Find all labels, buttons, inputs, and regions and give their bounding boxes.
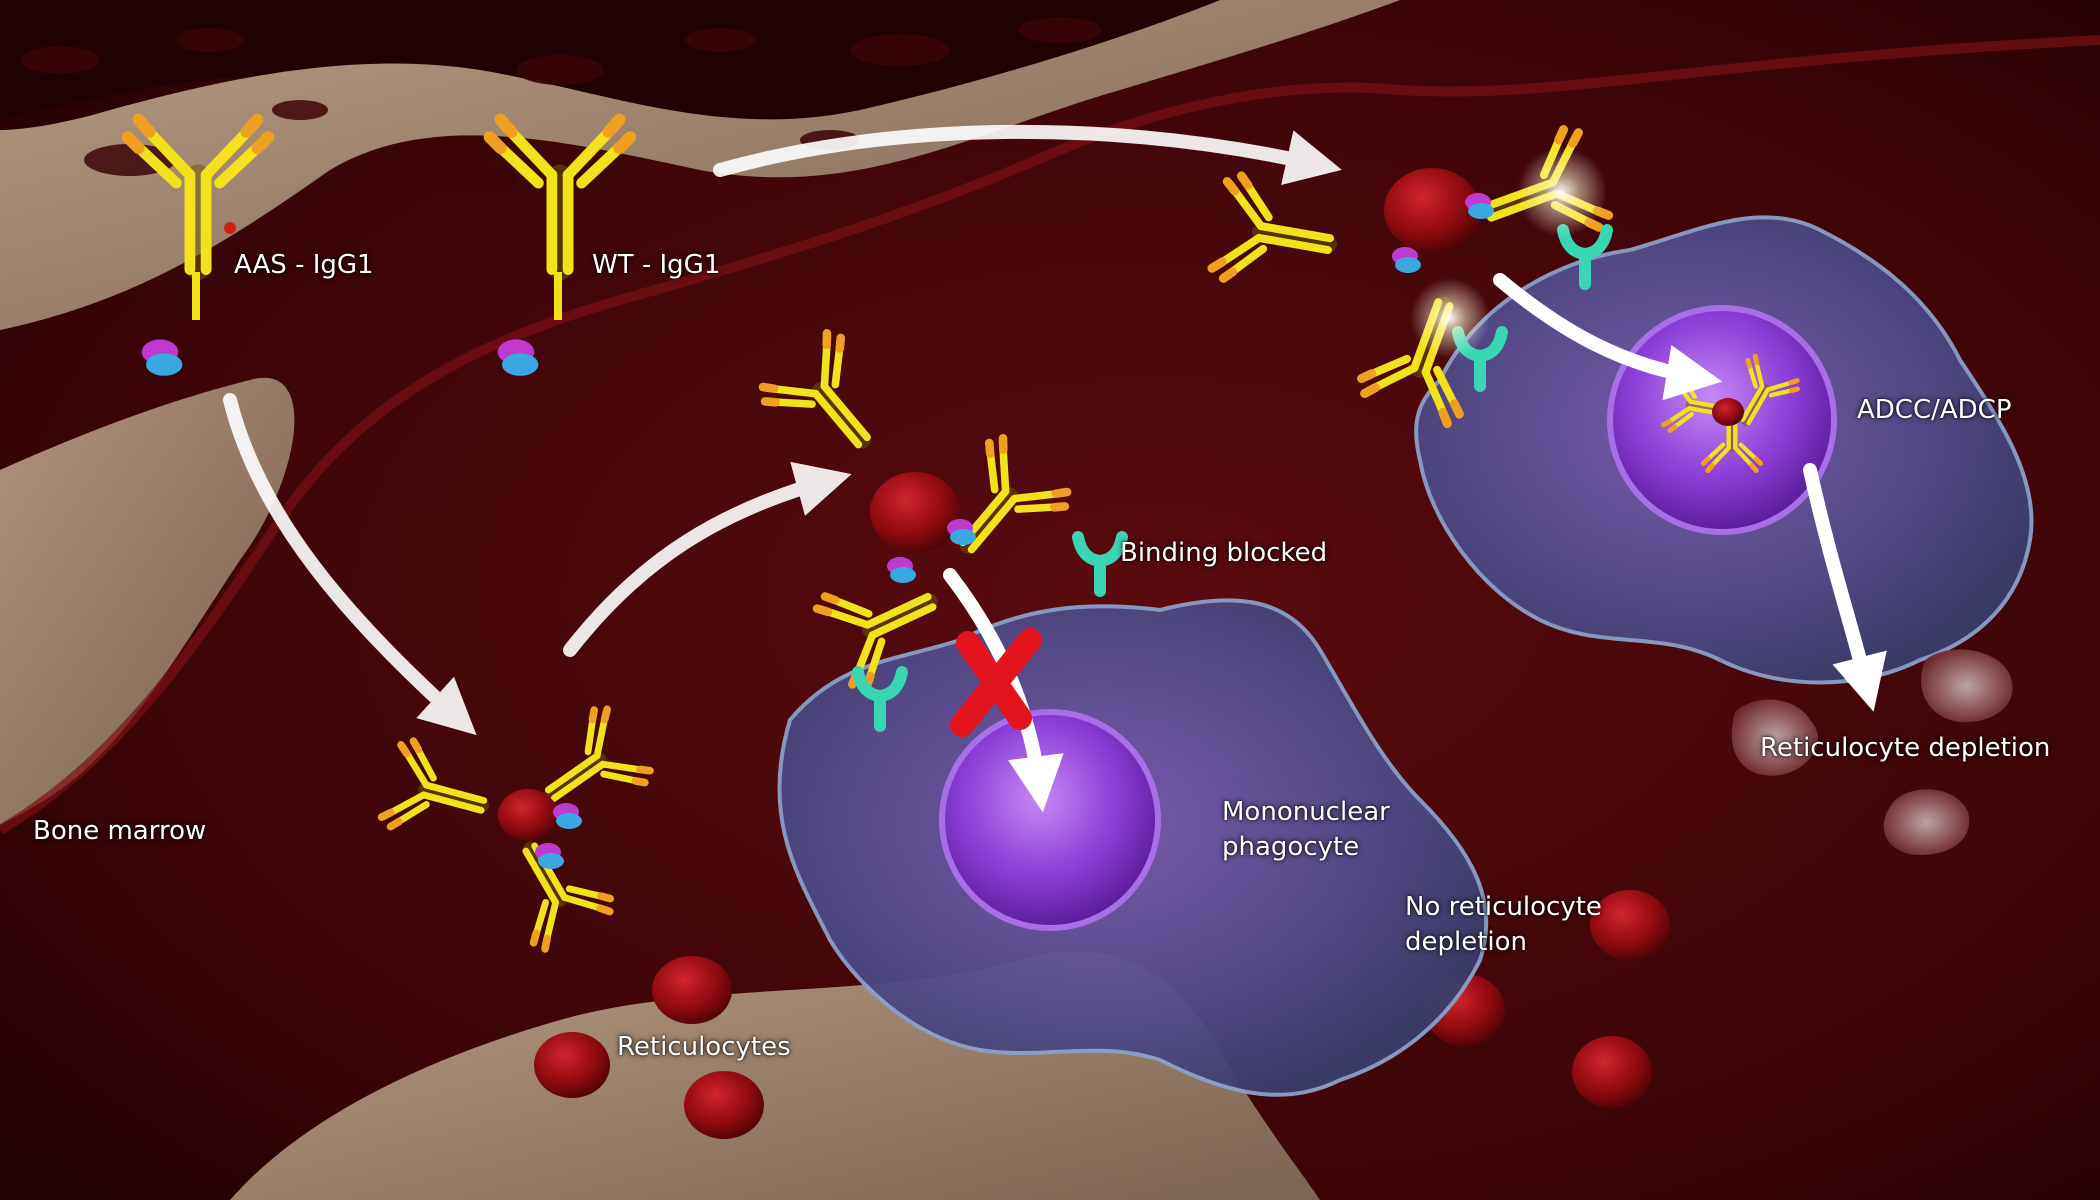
- label-wt-igg1: WT - IgG1: [592, 250, 721, 280]
- adcc-uptake-arrow: [1493, 273, 1723, 401]
- blocked-complex: [757, 328, 1122, 726]
- label-bone-marrow: Bone marrow: [33, 816, 207, 846]
- depleted-reticulocytes: [1731, 649, 2013, 855]
- arrow-to-blocked-complex: [563, 461, 852, 657]
- aas-igg1-antibody-icon: [128, 120, 268, 376]
- label-adcc-adcp: ADCC/ADCP: [1857, 395, 2012, 425]
- label-reticulocyte-depletion: Reticulocyte depletion: [1760, 733, 2051, 763]
- arrow-marrow-to-reticulocyte: [223, 393, 477, 736]
- wt-igg1-antibody-icon: [490, 120, 630, 376]
- label-reticulocytes: Reticulocytes: [617, 1032, 791, 1062]
- label-binding-blocked: Binding blocked: [1120, 538, 1328, 568]
- block-x-mark-icon: [950, 628, 1042, 737]
- reticulocyte-complex-bone-marrow: [380, 704, 654, 952]
- arrow-wt-to-adcc: [713, 124, 1342, 185]
- label-aas-igg1: AAS - IgG1: [234, 250, 374, 280]
- depletion-arrow: [1803, 463, 1887, 712]
- label-no-reticulocyte-depletion: No reticulocyte depletion: [1405, 892, 1602, 957]
- adcc-complex: [1211, 125, 1612, 426]
- label-mononuclear-phagocyte: Mononuclear phagocyte: [1222, 797, 1390, 862]
